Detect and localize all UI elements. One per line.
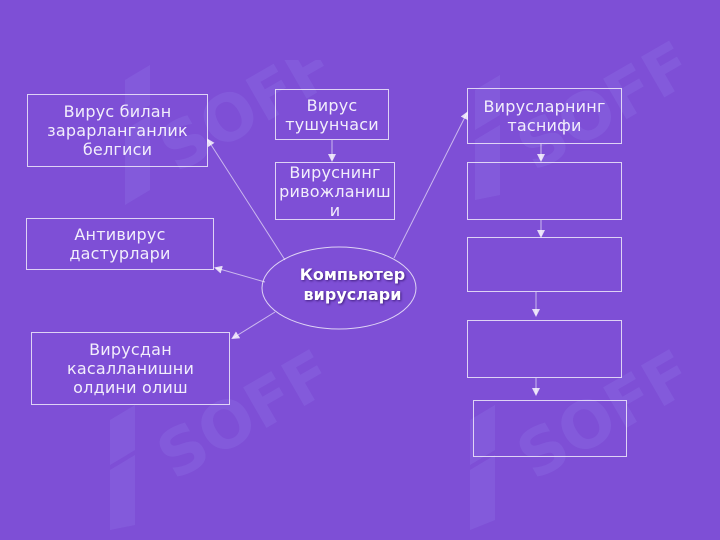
node-classification-empty-4: [473, 400, 627, 457]
node-classification-empty-2: [467, 237, 622, 292]
arrow-to-classification: [393, 111, 468, 259]
arrow-to-infection-signs: [206, 138, 286, 261]
center-ellipse: [261, 246, 417, 330]
node-infection-prevention: Вирусдан касалланишни олдини олиш: [31, 332, 230, 405]
node-infection-signs: Вирус билан зарарланганлик белгиси: [27, 94, 208, 167]
center-node-label: Компьютер вируслари: [299, 265, 406, 304]
node-virus-classification: Вирусларнинг таснифи: [467, 88, 622, 144]
node-virus-development: Вируснинг ривожланиш и: [275, 162, 395, 220]
node-classification-empty-3: [467, 320, 622, 378]
node-virus-concept: Вирус тушунчаси: [275, 89, 389, 140]
node-antivirus-programs: Антивирус дастурлари: [26, 218, 214, 270]
arrow-to-antivirus: [214, 265, 266, 283]
node-classification-empty-1: [467, 162, 622, 220]
arrow-to-prevention: [231, 311, 276, 340]
